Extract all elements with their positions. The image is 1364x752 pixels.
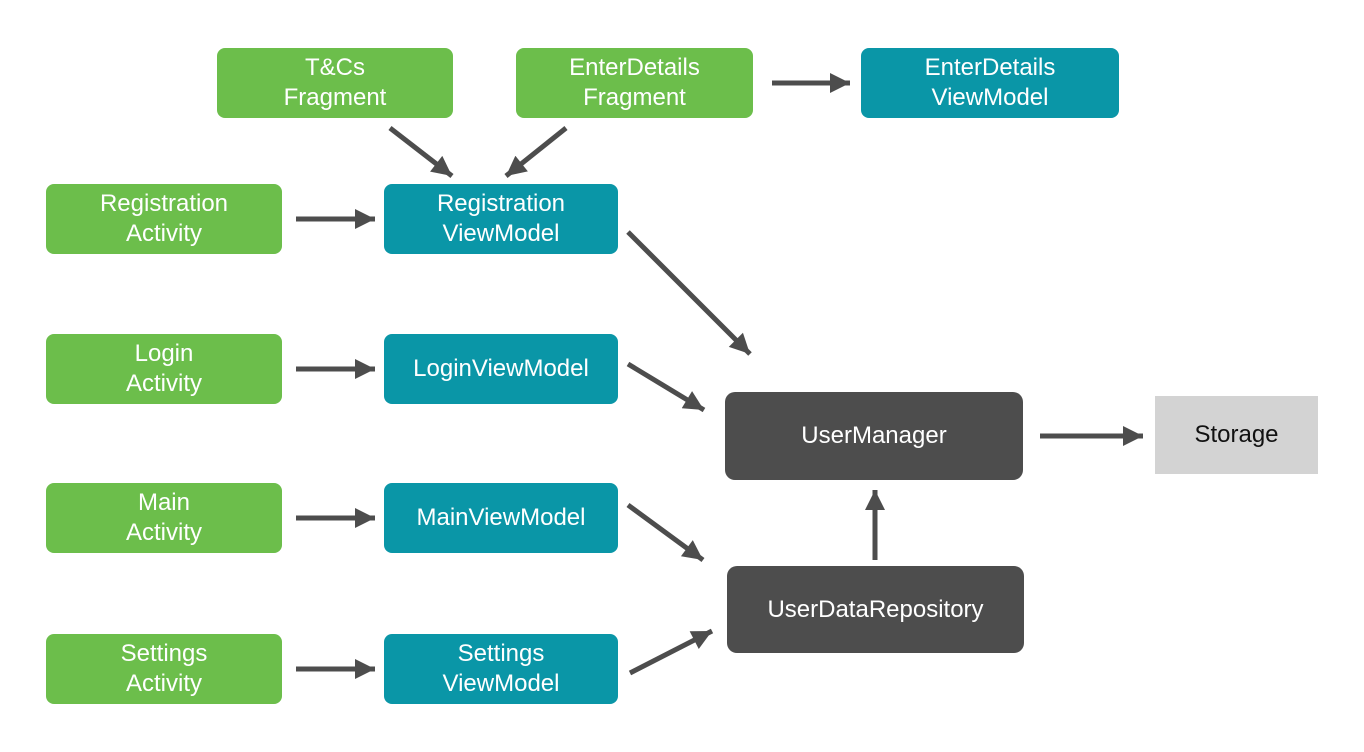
- node-usermanager: UserManager: [725, 392, 1023, 480]
- userdatarepository-label: UserDataRepository: [767, 595, 984, 623]
- arrow-tcs-fragment-to-registration-viewmodel: [388, 126, 454, 178]
- registration-viewmodel-label: Registration ViewModel: [436, 190, 566, 247]
- node-settings-viewmodel: Settings ViewModel: [384, 634, 618, 704]
- node-tcs-fragment: T&Cs Fragment: [217, 48, 453, 118]
- tcs-fragment-label: T&Cs Fragment: [283, 54, 387, 111]
- node-registration-activity: Registration Activity: [46, 184, 282, 254]
- login-viewmodel-label: LoginViewModel: [413, 355, 589, 382]
- registration-activity-label: Registration Activity: [99, 190, 229, 247]
- usermanager-label: UserManager: [801, 422, 947, 449]
- arrow-registration-viewmodel-to-usermanager: [626, 230, 752, 356]
- arrow-settings-viewmodel-to-userdatarepository: [628, 628, 714, 676]
- enterdetails-viewmodel-label: EnterDetails ViewModel: [924, 54, 1056, 111]
- node-main-activity: Main Activity: [46, 483, 282, 553]
- node-login-activity: Login Activity: [46, 334, 282, 404]
- node-userdatarepository: UserDataRepository: [727, 566, 1024, 653]
- arrow-main-viewmodel-to-userdatarepository: [626, 502, 705, 563]
- storage-label: Storage: [1194, 421, 1279, 448]
- settings-viewmodel-label: Settings ViewModel: [442, 640, 560, 697]
- arrow-login-viewmodel-to-usermanager: [626, 361, 706, 413]
- node-main-viewmodel: MainViewModel: [384, 483, 618, 553]
- node-enterdetails-fragment: EnterDetails Fragment: [516, 48, 753, 118]
- arrow-enterdetails-fragment-to-registration-viewmodel: [504, 126, 568, 178]
- login-activity-label: Login Activity: [125, 340, 202, 397]
- node-login-viewmodel: LoginViewModel: [384, 334, 618, 404]
- settings-activity-label: Settings Activity: [120, 640, 208, 697]
- node-registration-viewmodel: Registration ViewModel: [384, 184, 618, 254]
- main-viewmodel-label: MainViewModel: [416, 504, 586, 531]
- main-activity-label: Main Activity: [125, 489, 202, 546]
- node-enterdetails-viewmodel: EnterDetails ViewModel: [861, 48, 1119, 118]
- enterdetails-fragment-label: EnterDetails Fragment: [569, 54, 700, 111]
- node-storage: Storage: [1155, 396, 1318, 474]
- node-settings-activity: Settings Activity: [46, 634, 282, 704]
